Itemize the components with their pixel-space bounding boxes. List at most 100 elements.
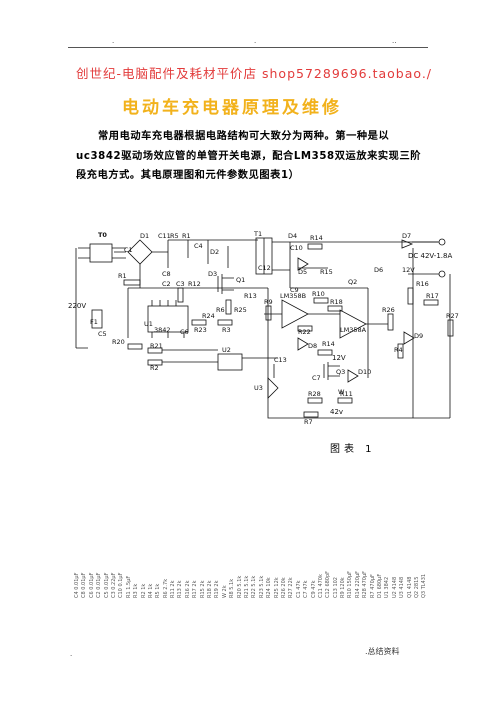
component-entry: R9 120k xyxy=(340,577,347,598)
resistor-r26 xyxy=(387,313,394,331)
label-c7: C7 xyxy=(312,374,321,382)
label-c11: C11 xyxy=(158,232,171,240)
footer-source: .总结资料 xyxy=(365,647,400,656)
label-c10: C10 xyxy=(290,244,303,252)
diode-d9 xyxy=(403,331,415,345)
output-terminal-positive xyxy=(438,238,446,246)
label-r10: R10 xyxy=(312,290,325,298)
label-u1: U1 xyxy=(144,320,153,328)
component-entry: R5 1k xyxy=(155,583,162,598)
label-r11: R11 xyxy=(340,390,353,398)
component-entry: R16 2k xyxy=(184,580,191,598)
header-rule xyxy=(68,47,428,48)
label-d7: D7 xyxy=(402,232,411,240)
resistor-r23 xyxy=(191,319,207,326)
component-entry: R20 5.1k xyxy=(236,575,243,598)
label-42v: 42v xyxy=(330,408,343,416)
label-r24: R24 xyxy=(202,312,215,320)
diode-d8 xyxy=(297,337,309,351)
resistor-r14-top xyxy=(307,243,323,250)
component-entry: C12 680pF xyxy=(325,570,332,598)
component-entry: R25 12k xyxy=(273,577,280,598)
resistor-r2 xyxy=(147,359,163,366)
component-entry: U2 4148 xyxy=(391,576,398,598)
component-entry: R21 5.1k xyxy=(243,575,250,598)
label-q2: Q2 xyxy=(348,278,357,286)
label-u3: U3 xyxy=(254,384,263,392)
component-entry: R19 2k xyxy=(214,580,221,598)
label-lm358b: LM358B xyxy=(280,292,306,300)
shop-banner: 创世纪-电脑配件及耗材平价店 shop57289696.taobao./ xyxy=(76,66,433,81)
component-entry: C10 0.1μF xyxy=(118,572,125,598)
figure-caption: 图表 1 xyxy=(330,444,376,455)
component-entry: C3 0.22μF xyxy=(110,572,117,598)
diode-d7 xyxy=(401,239,414,249)
label-dc-out: DC 42V-1.8A xyxy=(408,252,452,260)
component-entry: R23 5.1k xyxy=(258,575,265,598)
label-c2: C2 xyxy=(162,280,171,288)
resistor-r18 xyxy=(327,305,343,312)
component-entry: W 2k xyxy=(221,585,228,598)
label-t0: T0 xyxy=(98,231,107,239)
label-r4: R4 xyxy=(394,346,403,354)
label-12v-top: 12V xyxy=(402,266,415,274)
component-entry: R4 1k xyxy=(147,583,154,598)
label-c6: C6 xyxy=(180,328,189,336)
label-f1: F1 xyxy=(90,318,98,326)
fuse-f1 xyxy=(91,309,103,329)
label-r21: R21 xyxy=(150,342,163,350)
label-r16: R16 xyxy=(416,280,429,288)
charger-schematic: T0 D1 C11 R5 R1 C4 T1 D4 C10 R14 D7 DC 4… xyxy=(68,230,459,426)
label-c1: C1 xyxy=(124,246,133,254)
header-mark-left: . xyxy=(112,37,115,45)
label-q1: Q1 xyxy=(236,276,245,284)
resistor-r25 xyxy=(225,299,232,315)
component-entry: C8 0.01μF xyxy=(81,572,88,598)
component-entry: C5 0.01μF xyxy=(103,572,110,598)
component-entry: C1 47k xyxy=(295,580,302,598)
resistor-r4 xyxy=(397,343,404,359)
component-entry: Q1 4148 xyxy=(406,576,413,598)
component-entry: C6 0.01μF xyxy=(88,572,95,598)
resistor-r9 xyxy=(265,305,272,321)
component-entry: R17 2k xyxy=(192,580,199,598)
transistor-q3 xyxy=(323,362,340,380)
component-entry: R14 220μF xyxy=(354,570,361,598)
component-entry: R13 2k xyxy=(177,580,184,598)
label-r18: R18 xyxy=(330,298,343,306)
header-mark-right: .. xyxy=(392,37,397,45)
resistor-r28 xyxy=(307,397,323,404)
label-d2: D2 xyxy=(210,248,219,256)
component-entry: R2 1k xyxy=(140,583,147,598)
component-entry: C9 47k xyxy=(310,580,317,598)
label-q3: Q3 xyxy=(336,368,345,376)
label-t1: T1 xyxy=(253,230,262,238)
label-d8: D8 xyxy=(308,342,317,350)
label-r15: R15 xyxy=(320,268,333,276)
intro-paragraph: 常用电动车充电器根据电路结构可大致分为两种。第一种是以uc3842驱动场效应管的… xyxy=(76,127,422,186)
label-d3: D3 xyxy=(208,270,217,278)
component-entry: U3 4148 xyxy=(399,576,406,598)
component-entry: C11 470k xyxy=(317,574,324,598)
label-ic3842: 3842 xyxy=(154,326,171,334)
label-r13: R13 xyxy=(244,292,257,300)
resistor-r3 xyxy=(217,319,233,326)
resistor-r7 xyxy=(303,411,319,418)
label-r7: R7 xyxy=(304,418,313,426)
label-c5: C5 xyxy=(98,330,107,338)
component-entry: R18 2k xyxy=(207,580,214,598)
label-c9: C9 xyxy=(290,286,299,294)
label-c3: C3 xyxy=(176,280,185,288)
resistor-r12 xyxy=(177,287,184,303)
mosfet-q1 xyxy=(217,274,234,294)
component-entry: C4 0.01μF xyxy=(74,572,80,598)
label-lm358a: LM358A xyxy=(340,326,367,334)
resistor-r20 xyxy=(127,343,143,350)
label-r9: R9 xyxy=(264,298,273,306)
component-entry: R15 2k xyxy=(199,580,206,598)
intro-paragraph-text: 常用电动车充电器根据电路结构可大致分为两种。第一种是以uc3842驱动场效应管的… xyxy=(76,131,422,181)
component-entry: Q2 2815 xyxy=(413,576,420,598)
label-r2: R2 xyxy=(150,364,159,372)
resistor-r16 xyxy=(407,287,414,305)
